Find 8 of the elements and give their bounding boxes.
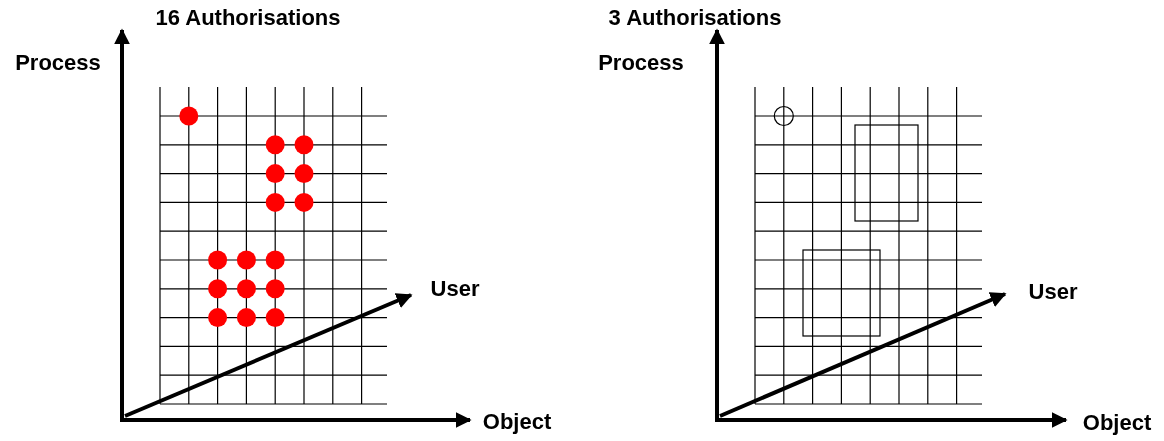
- axis-label: User: [430, 276, 480, 302]
- panel-title: 3 Authorisations: [608, 5, 782, 31]
- axis-label: User: [1028, 279, 1078, 305]
- axis-label: Process: [598, 50, 684, 76]
- panel-title: 16 Authorisations: [155, 5, 341, 31]
- axis-label: Object: [1082, 410, 1152, 436]
- axis-label: Object: [482, 409, 552, 435]
- axis-label: Process: [15, 50, 101, 76]
